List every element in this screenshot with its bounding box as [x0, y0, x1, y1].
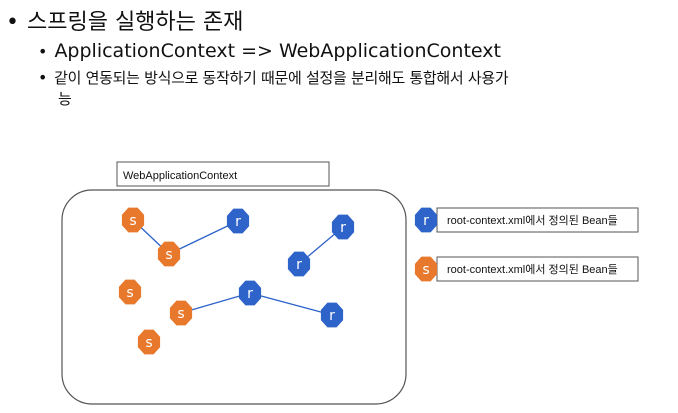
- subbullet-text: ApplicationContext => WebApplicationCont…: [54, 40, 501, 62]
- bean-node-r1: r: [226, 208, 250, 234]
- blue-octagon-shape: [414, 207, 438, 233]
- legend-item-r: root-context.xml에서 정의된 Bean들: [436, 207, 639, 233]
- node-letter: s: [165, 247, 172, 263]
- node-letter: s: [145, 335, 152, 351]
- orange-octagon-shape: [169, 300, 193, 326]
- subbullet-1: • ApplicationContext => WebApplicationCon…: [38, 40, 501, 62]
- bean-node-s1: s: [121, 207, 145, 233]
- node-letter: r: [247, 286, 253, 302]
- blue-octagon-shape: [226, 208, 250, 234]
- node-letter: s: [126, 285, 133, 301]
- orange-octagon-shape: [118, 279, 142, 305]
- orange-octagon-shape: [414, 256, 438, 282]
- bean-node-s3: s: [118, 279, 142, 305]
- legend: root-context.xml에서 정의된 Bean들 root-contex…: [414, 207, 639, 282]
- orange-octagon-shape: [157, 241, 181, 267]
- edge-s2-r1: [168, 220, 239, 255]
- context-label-box: WebApplicationContext: [116, 161, 330, 187]
- node-letter: s: [422, 262, 429, 278]
- bean-node-r4: r: [238, 280, 262, 306]
- bullet-marker: •: [38, 42, 48, 61]
- node-letter: r: [329, 308, 335, 324]
- blue-octagon-shape: [287, 251, 311, 277]
- legend-label-r: root-context.xml에서 정의된 Bean들: [447, 214, 618, 227]
- node-letter: s: [177, 306, 184, 322]
- blue-octagon-shape: [331, 214, 355, 240]
- legend-node-r: r: [414, 207, 438, 233]
- legend-node-s: s: [414, 256, 438, 282]
- heading-bullet: • 스프링을 실행하는 존재: [6, 4, 243, 36]
- node-letter: r: [340, 220, 346, 236]
- blue-octagon-shape: [238, 280, 262, 306]
- legend-item-s: root-context.xml에서 정의된 Bean들: [436, 256, 639, 282]
- bean-node-s5: s: [137, 329, 161, 355]
- bean-node-r5: r: [320, 302, 344, 328]
- bean-node-r3: r: [287, 251, 311, 277]
- bean-node-s2: s: [157, 241, 181, 267]
- edge-r4-r5: [249, 292, 333, 316]
- nodes-layer: s s r r r s s r r s: [118, 207, 355, 355]
- node-letter: r: [296, 257, 302, 273]
- subbullet-2: • 같이 연동되는 방식으로 동작하기 때문에 설정을 분리해도 통합해서 사용가: [38, 67, 509, 88]
- legend-label-s: root-context.xml에서 정의된 Bean들: [447, 263, 618, 276]
- blue-octagon-shape: [320, 302, 344, 328]
- bullet-marker: •: [38, 68, 48, 87]
- subbullet-2-continuation: 능: [58, 90, 72, 108]
- heading-text: 스프링을 실행하는 존재: [26, 10, 244, 35]
- node-letter: r: [235, 214, 241, 230]
- bean-node-r2: r: [331, 214, 355, 240]
- bean-node-s4: s: [169, 300, 193, 326]
- node-letter: s: [129, 213, 136, 229]
- bullet-marker: •: [6, 10, 19, 35]
- orange-octagon-shape: [121, 207, 145, 233]
- node-letter: r: [423, 213, 429, 229]
- edge-s4-r4: [180, 292, 251, 314]
- orange-octagon-shape: [137, 329, 161, 355]
- context-label-text: WebApplicationContext: [123, 170, 237, 182]
- subbullet-text: 같이 연동되는 방식으로 동작하기 때문에 설정을 분리해도 통합해서 사용가: [54, 69, 509, 87]
